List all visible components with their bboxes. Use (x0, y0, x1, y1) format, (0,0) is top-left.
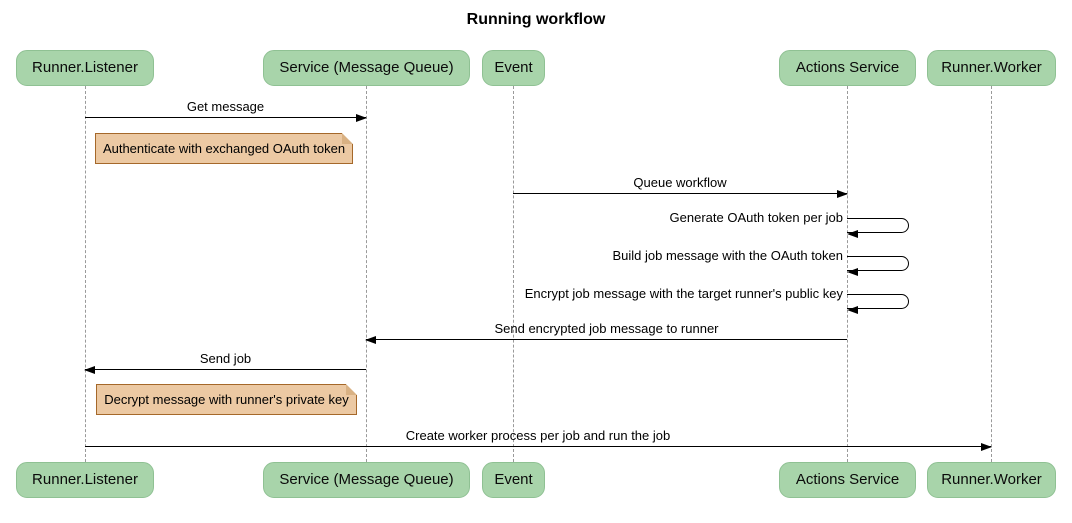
message-line (85, 368, 366, 370)
message-label: Encrypt job message with the target runn… (524, 286, 843, 301)
message-label: Build job message with the OAuth token (612, 248, 843, 263)
message-send-job: Send job (84, 351, 366, 374)
participant-service-message-queue-bottom: Service (Message Queue) (263, 462, 470, 498)
message-get-message: Get message (85, 99, 367, 122)
message-send-encrypted-job: Send encrypted job message to runner (365, 321, 847, 344)
participant-actions-service-top: Actions Service (779, 50, 916, 86)
self-message-arrow (847, 256, 909, 276)
note-decrypt-private-key: Decrypt message with runner's private ke… (96, 384, 357, 415)
message-line (366, 338, 847, 340)
message-label: Send encrypted job message to runner (494, 321, 719, 336)
message-line (85, 445, 991, 447)
lifeline-event (513, 86, 514, 462)
participant-runner-listener-bottom: Runner.Listener (16, 462, 154, 498)
self-message-arrow (847, 218, 909, 238)
self-message-arrow (847, 294, 909, 314)
participant-service-message-queue-top: Service (Message Queue) (263, 50, 470, 86)
participant-runner-listener-top: Runner.Listener (16, 50, 154, 86)
lifeline-runner-listener (85, 86, 86, 462)
note-label: Authenticate with exchanged OAuth token (102, 141, 346, 156)
lifeline-service-message-queue (366, 86, 367, 462)
message-label: Send job (199, 351, 252, 366)
participant-runner-worker-bottom: Runner.Worker (927, 462, 1056, 498)
lifeline-runner-worker (991, 86, 992, 462)
participant-event-bottom: Event (482, 462, 545, 498)
participant-actions-service-bottom: Actions Service (779, 462, 916, 498)
message-create-worker-process: Create worker process per job and run th… (85, 428, 992, 451)
message-label: Generate OAuth token per job (669, 210, 843, 225)
participant-event-top: Event (482, 50, 545, 86)
message-queue-workflow: Queue workflow (513, 175, 848, 198)
note-label: Decrypt message with runner's private ke… (104, 392, 349, 407)
note-authenticate-oauth: Authenticate with exchanged OAuth token (95, 133, 353, 164)
message-label: Get message (186, 99, 265, 114)
message-label: Create worker process per job and run th… (405, 428, 671, 443)
message-label: Queue workflow (633, 175, 727, 190)
message-line (85, 116, 366, 118)
diagram-title: Running workflow (466, 11, 606, 28)
participant-runner-worker-top: Runner.Worker (927, 50, 1056, 86)
message-line (513, 192, 847, 194)
